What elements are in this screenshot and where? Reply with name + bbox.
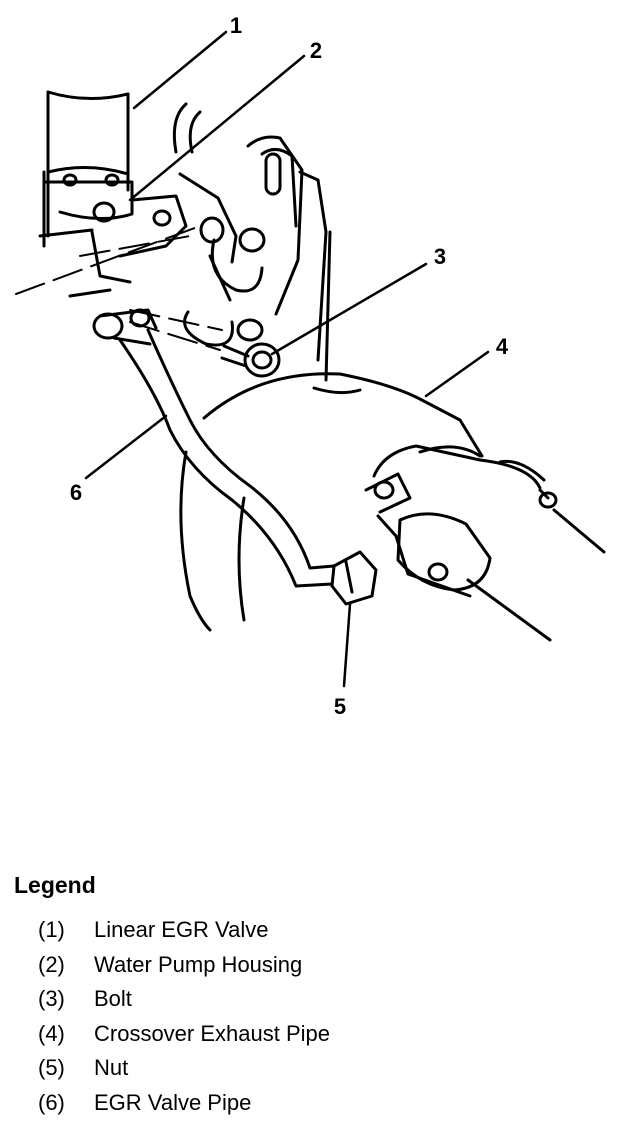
callout-4: 4 [496, 334, 509, 359]
egr-pipe-diagram: 1 2 3 4 5 6 [15, 13, 606, 719]
legend: Legend (1) Linear EGR Valve (2) Water Pump… [14, 872, 614, 1120]
legend-item-number: (6) [38, 1089, 65, 1115]
legend-item-number: (4) [38, 1020, 65, 1046]
legend-item: (4) Crossover Exhaust Pipe [38, 1017, 614, 1052]
legend-title: Legend [14, 872, 96, 898]
legend-item-label: EGR Valve Pipe [94, 1089, 252, 1115]
crossover-exhaust-pipe-drawing [179, 372, 606, 642]
linear-egr-valve-drawing [38, 90, 134, 248]
legend-item-label: Bolt [94, 986, 132, 1011]
legend-item-label: Water Pump Housing [94, 951, 303, 977]
legend-item-label: Linear EGR Valve [94, 917, 269, 942]
nut-drawing [330, 550, 378, 606]
legend-item-number: (2) [38, 951, 65, 977]
legend-item: (5) Nut [38, 1051, 614, 1086]
callout-3: 3 [434, 244, 446, 269]
callout-1: 1 [230, 13, 242, 38]
callout-6: 6 [70, 480, 82, 505]
legend-list: (1) Linear EGR Valve (2) Water Pump Housin… [14, 913, 614, 1120]
callout-2: 2 [310, 38, 322, 63]
egr-valve-pipe-drawing [92, 308, 336, 588]
legend-item: (2) Water Pump Housing [38, 948, 614, 983]
legend-item: (3) Bolt [38, 982, 614, 1017]
legend-item: (6) EGR Valve Pipe [38, 1086, 614, 1121]
legend-item-label: Crossover Exhaust Pipe [94, 1020, 330, 1046]
bolt-drawing [220, 318, 281, 378]
legend-item-number: (1) [38, 917, 65, 942]
legend-item-number: (3) [38, 986, 65, 1011]
leader-lines [84, 30, 490, 688]
callout-5: 5 [334, 694, 346, 719]
legend-item-number: (5) [38, 1055, 65, 1080]
legend-item: (1) Linear EGR Valve [38, 913, 614, 948]
water-pump-housing-drawing [68, 102, 332, 382]
legend-item-label: Nut [94, 1055, 129, 1080]
